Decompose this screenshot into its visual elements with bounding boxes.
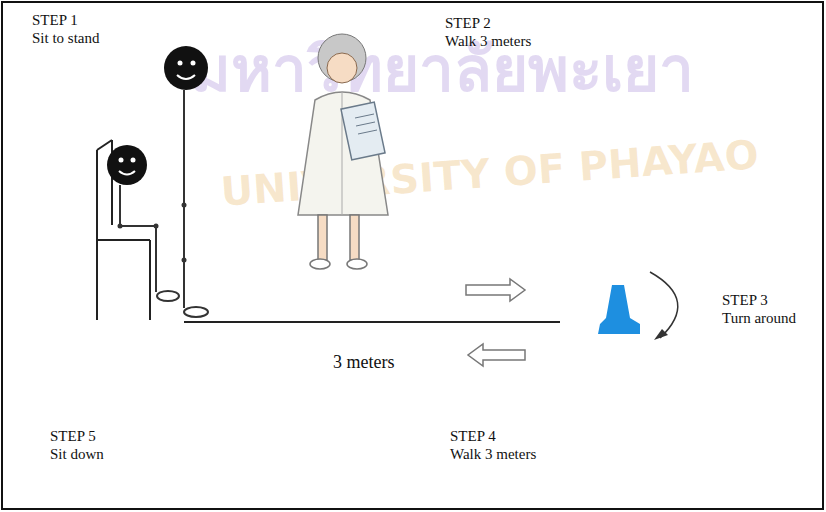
seated-figure <box>107 145 179 301</box>
direction-arrow <box>468 344 525 366</box>
distance-label: 3 meters <box>333 353 394 373</box>
step-description: Walk 3 meters <box>445 33 531 50</box>
chair <box>97 140 150 320</box>
step-description: Walk 3 meters <box>450 446 536 463</box>
step-label: STEP 4 <box>450 428 496 445</box>
step-label: STEP 1 <box>32 12 78 29</box>
turn-arrow-head <box>654 329 668 340</box>
step-label: STEP 3 <box>722 292 768 309</box>
cone-marker <box>598 285 640 334</box>
turn-arrow <box>650 272 678 338</box>
step-description: Turn around <box>722 310 796 327</box>
walk-line <box>184 321 560 323</box>
step-label: STEP 2 <box>445 15 491 32</box>
step-label: STEP 5 <box>50 428 96 445</box>
watermark: มหาวิทยาลัยพะเยา <box>190 20 694 118</box>
direction-arrow <box>466 279 525 301</box>
step-description: Sit down <box>50 446 104 463</box>
step-description: Sit to stand <box>32 30 100 47</box>
